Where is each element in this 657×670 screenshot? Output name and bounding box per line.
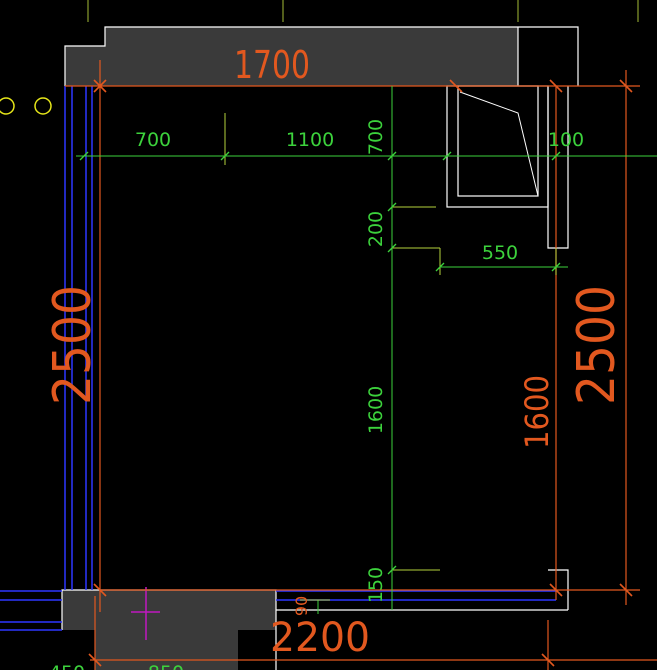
dim-850-bottom-partial: 850: [148, 662, 184, 670]
dim-100-top: 100: [548, 129, 584, 151]
dim-right-2500: 2500: [567, 285, 627, 405]
bottom-wall: [62, 590, 276, 670]
dim-1600-vertical: 1600: [365, 386, 387, 434]
wall-fills: [62, 27, 518, 670]
grid-markers: [0, 97, 52, 115]
dim-550-shaft: 550: [482, 242, 518, 264]
major-dimension-ticks: [88, 79, 633, 667]
dim-150-vertical: 150: [365, 567, 387, 603]
dim-700-top: 700: [135, 129, 171, 151]
dim-200-vertical: 200: [365, 211, 387, 247]
dim-700-vertical: 700: [365, 119, 387, 155]
window-lines: [0, 86, 556, 631]
grid-axis-lines: [87, 0, 639, 22]
minor-dimension-lines: [76, 86, 657, 614]
dim-left-2500: 2500: [43, 285, 103, 405]
dim-1100-top: 1100: [286, 129, 334, 151]
magenta-marker: [131, 587, 160, 640]
dim-right-inner-1600: 1600: [518, 375, 556, 449]
dim-90-bottom: 90: [292, 596, 311, 616]
major-dimension-lines: [65, 60, 657, 670]
dim-top-1700: 1700: [234, 43, 310, 87]
minor-dimension-ticks: [79, 151, 561, 575]
shaft-symbol-line: [459, 91, 539, 197]
dim-450-bottom-partial: 450: [49, 662, 85, 670]
top-wall: [65, 27, 518, 86]
dim-bottom-2200: 2200: [270, 615, 370, 661]
extension-lines: [224, 113, 557, 601]
